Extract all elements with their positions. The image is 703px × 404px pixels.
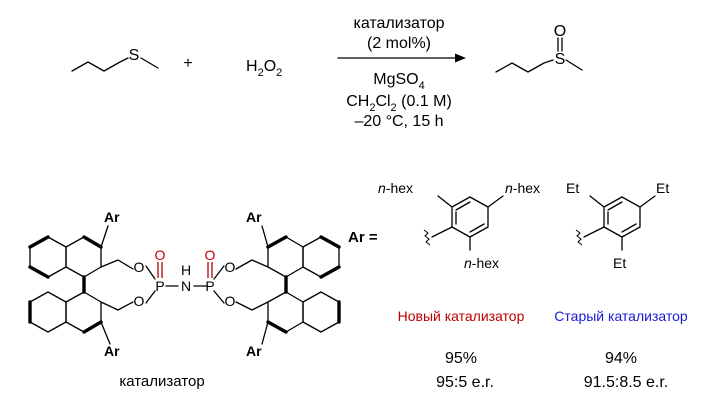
catalyst-ar-top-left: Ar [104,209,120,225]
ar-old-structure: Et Et Et [566,180,669,271]
svg-text:H2O2: H2O2 [246,58,282,79]
catalyst-ring-oxygen-4: O [225,293,236,309]
old-catalyst-yield: 94% [605,350,637,367]
old-ar-et-1: Et [566,180,579,196]
reaction-conditions: –20 °C, 15 h [354,113,443,130]
h2o2-sub-2: 2 [276,67,282,79]
additive-mgso4: MgSO4 [373,71,424,92]
old-catalyst-label: Старый катализатор [554,308,688,324]
new-catalyst-label: Новый катализатор [398,308,525,324]
catalyst-po-oxygen-left: O [155,247,166,263]
catalyst-ring-oxygen-1: O [134,259,145,275]
catalyst-ar-bottom-right: Ar [246,343,262,359]
ar-new-structure: n-hex n-hex n-hex [378,180,540,271]
hydrogen-peroxide-formula: H2O2 [246,58,282,79]
catalyst-phosphorus-left: P [155,278,164,294]
reaction-arrow [337,53,466,63]
old-ar-et-3: Et [613,255,626,271]
svg-text:n-hex: n-hex [464,255,499,271]
sulfoxide-sulfur-atom: S [555,51,566,68]
sulfide-structure: S [71,47,159,72]
sulfoxide-structure: S O [495,23,583,73]
sulfoxide-oxygen-atom: O [554,23,566,40]
catalyst-ring-oxygen-3: O [225,259,236,275]
arrow-catalyst-label: катализатор [353,15,444,32]
h2o2-h: H [246,58,258,75]
catalyst-nitrogen: N [181,278,191,294]
catalyst-ar-top-right: Ar [246,209,262,225]
catalyst-ring-oxygen-2: O [134,293,145,309]
sulfide-sulfur-atom: S [129,47,140,64]
solvent-ch2cl2: CH2Cl2 (0.1 M) [346,93,452,114]
new-ar-n-prefix-1: n [378,180,386,196]
catalyst-structure: Ar Ar Ar Ar O O O O P P O O N H [28,209,341,359]
new-catalyst-yield: 95% [445,350,477,367]
catalyst-nh-hydrogen: H [181,262,191,278]
plus-sign: + [183,55,192,72]
ar-equals-label: Ar = [348,229,378,246]
catalyst-po-oxygen-right: O [205,247,216,263]
h2o2-sub-1: 2 [258,67,264,79]
old-catalyst-er: 91.5:8.5 e.r. [584,374,669,391]
new-ar-hex-1: -hex [386,180,413,196]
old-ar-et-2: Et [656,180,669,196]
new-catalyst-er: 95:5 e.r. [436,374,494,391]
catalyst-caption: катализатор [119,373,204,390]
h2o2-o: O [264,58,276,75]
svg-text:n-hex: n-hex [505,180,540,196]
svg-text:n-hex: n-hex [378,180,413,196]
catalyst-phosphorus-right: P [205,278,214,294]
catalyst-ar-bottom-left: Ar [104,343,120,359]
arrow-catalyst-loading: (2 mol%) [367,35,431,52]
